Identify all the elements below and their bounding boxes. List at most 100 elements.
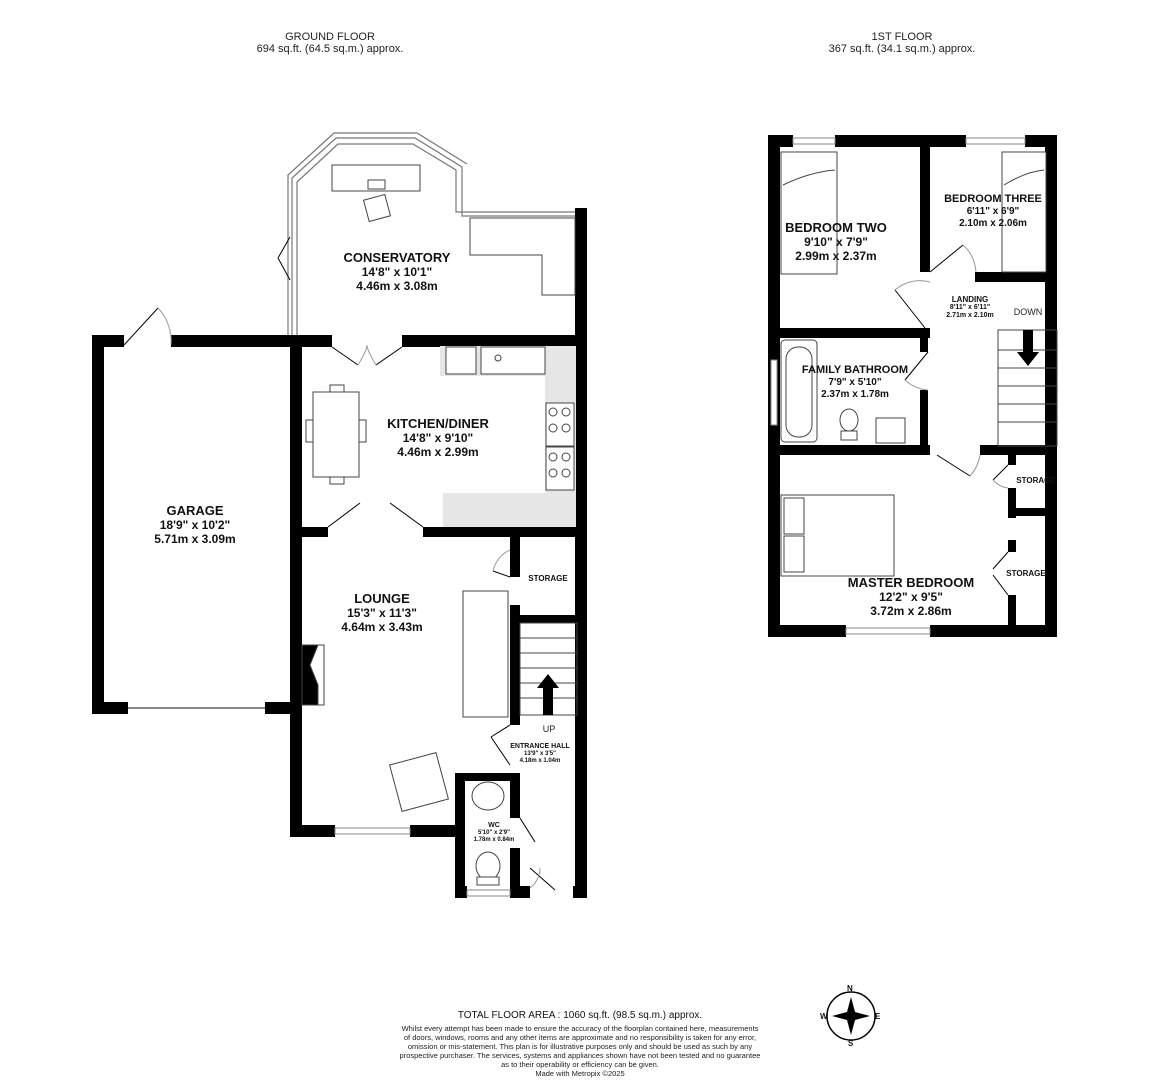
room-family-bathroom: FAMILY BATHROOM 7'9" x 5'10" 2.37m x 1.7…: [802, 364, 908, 401]
room-imperial: 12'2" x 9'5": [879, 590, 943, 604]
kitchen-double-doors: [327, 344, 424, 528]
room-bedroom-two: BEDROOM TWO 9'10" x 7'9" 2.99m x 2.37m: [785, 220, 887, 263]
total-floor-area: TOTAL FLOOR AREA : 1060 sq.ft. (98.5 sq.…: [457, 1010, 703, 1021]
ground-floor-header: GROUND FLOOR 694 sq.ft. (64.5 sq.m.) app…: [200, 31, 460, 55]
room-imperial: 15'3" x 11'3": [347, 606, 417, 620]
room-imperial: 5'10" x 2'9": [478, 830, 510, 836]
conservatory-glazing: [287, 132, 578, 335]
room-name: WC: [488, 822, 500, 829]
basin-icon: [471, 781, 505, 811]
up-arrow-icon: [537, 674, 559, 715]
disclaimer: Whilst every attempt has been made to en…: [380, 1024, 780, 1078]
storage-door-ground: [492, 549, 511, 578]
toilet-icon: [839, 408, 859, 432]
wc-fixtures: [471, 781, 505, 886]
single-bed-two-icon: [780, 151, 838, 275]
sink-icon: [480, 346, 546, 375]
room-garage: GARAGE 18'9" x 10'2" 5.71m x 3.09m: [154, 503, 235, 546]
ground-floor-title: GROUND FLOOR: [285, 31, 375, 43]
room-imperial: 7'9" x 5'10": [828, 377, 882, 388]
hall-doors: [490, 724, 556, 891]
room-metric: 2.10m x 2.06m: [959, 218, 1027, 229]
disclaimer-line: Whilst every attempt has been made to en…: [401, 1024, 759, 1033]
down-label: DOWN: [1013, 307, 1043, 317]
first-floor-header: 1ST FLOOR 367 sq.ft. (34.1 sq.m.) approx…: [772, 31, 1032, 55]
room-landing: LANDING 8'11" x 6'11" 2.71m x 2.10m: [946, 295, 993, 320]
bedroom-two-window: [792, 137, 836, 145]
storage-label-ground: STORAGE: [528, 574, 568, 583]
room-metric: 2.71m x 2.10m: [946, 312, 994, 319]
corner-sofa-icon: [469, 217, 576, 296]
room-name: FAMILY BATHROOM: [801, 364, 909, 376]
garage-side-door: [123, 307, 172, 346]
first-floor-walls: [768, 135, 1057, 637]
room-imperial: 13'9" x 3'5": [524, 751, 556, 757]
room-imperial: 6'11" x 6'9": [966, 206, 1020, 217]
armchair-icon: [388, 751, 450, 813]
room-metric: 3.72m x 2.86m: [870, 604, 952, 618]
room-entrance-hall: ENTRANCE HALL 13'9" x 3'5" 4.18m x 1.04m: [510, 743, 570, 765]
kitchen-appliances: [445, 346, 575, 491]
room-name: ENTRANCE HALL: [510, 743, 570, 750]
room-imperial: 9'10" x 7'9": [804, 235, 868, 249]
room-conservatory: CONSERVATORY 14'8" x 10'1" 4.46m x 3.08m: [344, 250, 451, 293]
footer: TOTAL FLOOR AREA : 1060 sq.ft. (98.5 sq.…: [380, 1010, 780, 1078]
room-name: CONSERVATORY: [343, 250, 451, 265]
bedroom-three-window: [965, 137, 1026, 145]
room-lounge: LOUNGE 15'3" x 11'3" 4.64m x 3.43m: [341, 591, 422, 634]
room-imperial: 14'8" x 9'10": [402, 431, 474, 445]
compass-icon: [826, 991, 876, 1041]
ground-floor-area: 694 sq.ft. (64.5 sq.m.) approx.: [256, 43, 404, 55]
room-metric: 5.71m x 3.09m: [154, 532, 236, 546]
disclaimer-line: as to their operability or efficiency ca…: [501, 1060, 659, 1069]
conservatory-furniture: [331, 164, 576, 296]
room-wc: WC 5'10" x 2'9" 1.78m x 0.84m: [474, 822, 515, 844]
room-imperial: 8'11" x 6'11": [949, 304, 991, 311]
garage-walls: [92, 335, 298, 714]
room-name: KITCHEN/DINER: [387, 416, 489, 431]
room-name: GARAGE: [166, 503, 224, 518]
room-metric: 2.37m x 1.78m: [821, 389, 889, 400]
lounge-window: [334, 827, 411, 835]
room-name: LOUNGE: [354, 591, 410, 606]
first-floor-furniture: [780, 151, 1047, 577]
first-floor-doors: [894, 244, 1009, 596]
master-window: [845, 627, 931, 635]
up-label: UP: [542, 724, 556, 734]
oven-icon: [545, 446, 575, 491]
room-master-bedroom: MASTER BEDROOM 12'2" x 9'5" 3.72m x 2.86…: [848, 575, 974, 618]
room-metric: 2.99m x 2.37m: [795, 249, 877, 263]
first-floor-title: 1ST FLOOR: [871, 31, 933, 43]
room-metric: 1.78m x 0.84m: [473, 837, 515, 843]
room-metric: 4.64m x 3.43m: [341, 620, 423, 634]
basin-icon: [875, 417, 906, 444]
disclaimer-line: omission or mis-statement. This plan is …: [407, 1042, 753, 1051]
room-name: MASTER BEDROOM: [847, 575, 975, 590]
room-metric: 4.46m x 3.08m: [356, 279, 438, 293]
dining-table-icon: [305, 384, 367, 485]
room-metric: 4.18m x 1.04m: [519, 758, 561, 764]
compass-rose: N E S W: [820, 984, 882, 1048]
toilet-icon: [475, 851, 501, 881]
wc-window: [466, 889, 511, 897]
compass-south: S: [848, 1039, 854, 1048]
ground-floor-walls: [290, 208, 587, 898]
stairs-down: [997, 329, 1058, 447]
compass-east: E: [875, 1012, 881, 1021]
room-kitchen-diner: KITCHEN/DINER 14'8" x 9'10" 4.46m x 2.99…: [387, 416, 489, 459]
sofa-icon: [462, 590, 509, 718]
lounge-furniture: [301, 590, 509, 813]
disclaimer-line: prospective purchaser. The services, sys…: [399, 1051, 761, 1060]
room-name: BEDROOM TWO: [785, 220, 887, 235]
room-imperial: 18'9" x 10'2": [159, 518, 231, 532]
compass-west: W: [820, 1012, 828, 1021]
room-bedroom-three: BEDROOM THREE 6'11" x 6'9" 2.10m x 2.06m: [944, 193, 1042, 230]
storage-label-upper: STORAGE: [1016, 476, 1056, 485]
disclaimer-line: of doors, windows, rooms and any other i…: [403, 1033, 757, 1042]
first-floor-area: 367 sq.ft. (34.1 sq.m.) approx.: [828, 43, 976, 55]
room-name: LANDING: [951, 295, 989, 304]
down-arrow-icon: [1017, 330, 1039, 366]
stairs-up: [519, 622, 578, 716]
washing-machine-icon: [445, 346, 477, 375]
